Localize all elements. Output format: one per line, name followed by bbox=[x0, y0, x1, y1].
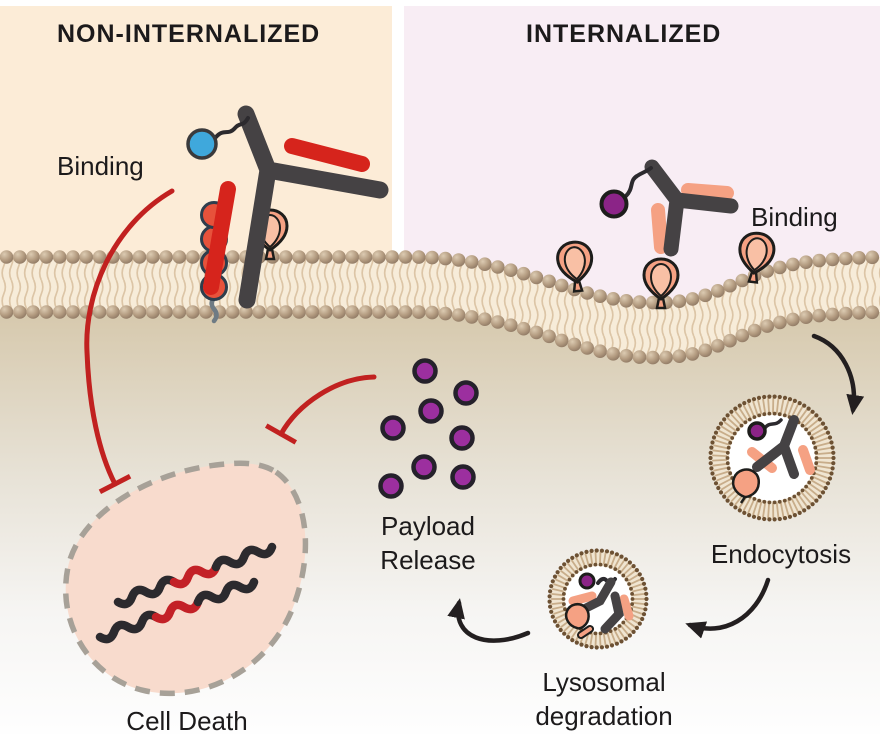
released-payload-dot bbox=[380, 415, 406, 441]
payload-icon-purple bbox=[747, 421, 767, 441]
heavy-chain-icon bbox=[644, 159, 739, 257]
curved-arrow-lysosome-to-payload bbox=[447, 598, 531, 643]
degraded-heavy-chain-icon bbox=[579, 577, 616, 614]
payload-icon-blue bbox=[186, 128, 218, 160]
heavy-chain-icon bbox=[237, 105, 389, 309]
panel-internalized bbox=[404, 6, 880, 303]
panel-title-internalized: INTERNALIZED bbox=[526, 20, 722, 48]
heavy-chain-icon bbox=[752, 415, 799, 479]
degraded-fragment-icon bbox=[579, 627, 592, 637]
inhibition-tbar-payload-to-cell bbox=[264, 374, 377, 445]
degraded-heavy-chain-icon bbox=[600, 591, 624, 634]
curved-arrow-membrane-to-endosome bbox=[811, 333, 865, 415]
dying-cell-icon bbox=[62, 460, 309, 697]
lysosomal-degradation-label: Lysosomal degradation bbox=[514, 665, 694, 733]
linker-squiggle-icon bbox=[624, 166, 653, 198]
binding-label-non-internalized: Binding bbox=[57, 151, 144, 181]
binding-label-internalized: Binding bbox=[751, 202, 838, 232]
top-margin bbox=[0, 0, 886, 6]
payload-release-line1: Payload bbox=[381, 511, 475, 541]
receptor-stalk bbox=[739, 496, 747, 504]
released-payload-dot bbox=[449, 425, 475, 451]
dna-fragment-icon bbox=[95, 577, 259, 644]
lysosomal-line1: Lysosomal bbox=[542, 667, 666, 697]
released-payload-dot bbox=[412, 358, 438, 384]
dna-fragment-icon bbox=[113, 542, 277, 609]
degraded-light-chain-icon bbox=[568, 591, 597, 606]
linker-squiggle-icon bbox=[214, 116, 250, 139]
lysosome-contents bbox=[564, 572, 634, 639]
inhibition-tbar-binding-to-cell bbox=[84, 188, 175, 495]
degraded-light-chain-icon bbox=[619, 594, 634, 621]
endosome-vesicle-icon bbox=[708, 394, 836, 522]
payload-release-label: Payload Release bbox=[348, 509, 508, 577]
released-payload-dot bbox=[418, 398, 444, 424]
released-payload-dot bbox=[378, 473, 404, 499]
light-chain-icon bbox=[681, 183, 734, 200]
lysosomal-line2: degradation bbox=[535, 701, 673, 731]
degraded-receptor-icon bbox=[564, 602, 590, 630]
receptor-icon bbox=[731, 468, 760, 499]
adc-antibody-non-internalized bbox=[186, 105, 389, 309]
released-payload-dots bbox=[378, 358, 479, 499]
payload-release-line2: Release bbox=[380, 545, 476, 575]
right-margin bbox=[880, 0, 886, 734]
light-chain-icon bbox=[284, 138, 370, 172]
released-payload-dot bbox=[411, 454, 437, 480]
lysosome-vesicle-icon bbox=[547, 548, 649, 650]
curved-arrow-endosome-to-lysosome bbox=[685, 577, 771, 639]
linker-squiggle-icon bbox=[763, 418, 783, 430]
released-payload-dot bbox=[453, 380, 479, 406]
light-chain-icon bbox=[651, 203, 668, 254]
endocytosis-label: Endocytosis bbox=[710, 539, 852, 569]
panel-title-non-internalized: NON-INTERNALIZED bbox=[57, 20, 321, 48]
released-payload-dot bbox=[450, 464, 476, 490]
light-chain-icon bbox=[203, 181, 236, 295]
light-chain-icon bbox=[798, 445, 815, 475]
cell-death-label: Cell Death bbox=[126, 706, 248, 734]
adc-antibody-internalized bbox=[599, 159, 739, 257]
payload-icon-purple bbox=[578, 572, 596, 590]
payload-icon-purple bbox=[599, 189, 629, 219]
endosome-contents bbox=[731, 415, 815, 504]
membrane-heads-inner bbox=[0, 305, 880, 365]
